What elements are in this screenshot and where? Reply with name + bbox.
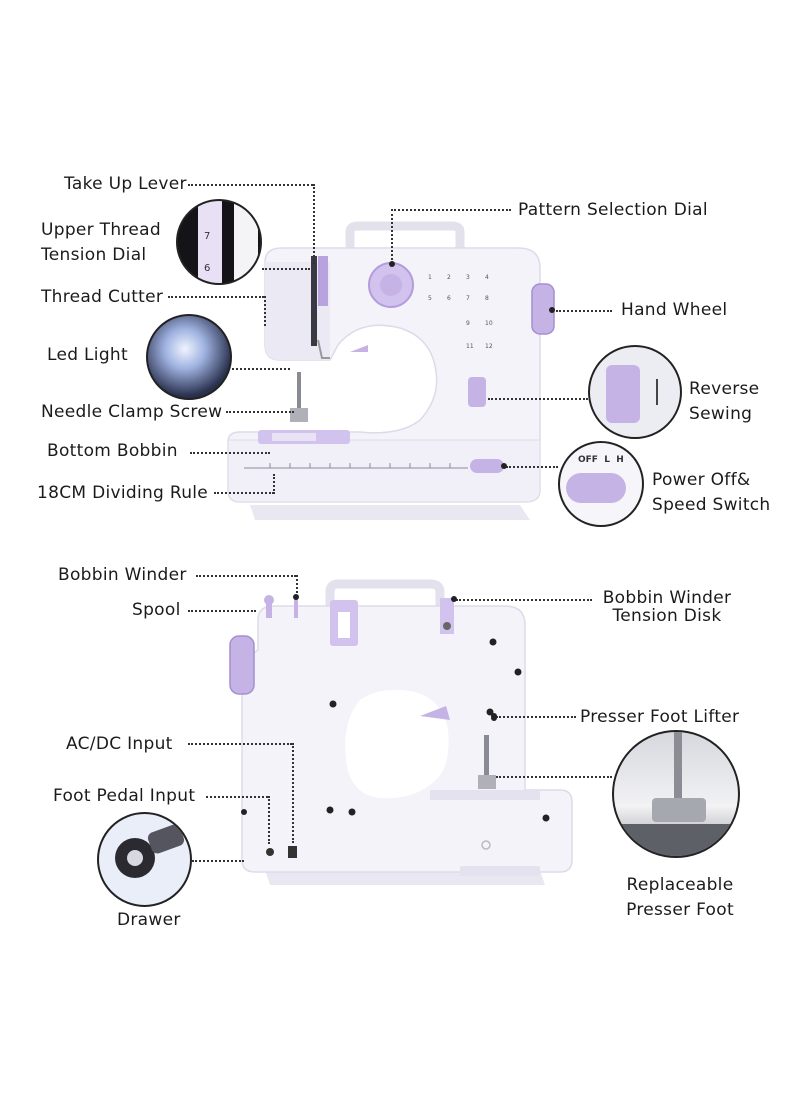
label-dividing-rule: 18CM Dividing Rule: [37, 483, 209, 503]
back-needle-bar: [484, 735, 489, 785]
front-needle-bar: [297, 372, 301, 417]
inset-drawer: [97, 812, 192, 907]
label-upper-thread-line1: Upper Thread: [41, 220, 161, 240]
label-presser-foot-line2: Presser Foot: [626, 900, 734, 920]
svg-text:2: 2: [447, 274, 451, 281]
back-machine-handle: [325, 579, 445, 617]
front-arm-opening: [340, 328, 435, 431]
label-spool: Spool: [132, 600, 181, 620]
label-pattern-selection-dial: Pattern Selection Dial: [518, 200, 708, 220]
inset-presser-foot: [612, 730, 740, 858]
svg-text:4: 4: [485, 274, 489, 281]
label-power-line2: Speed Switch: [652, 495, 771, 515]
front-bed: [227, 439, 541, 503]
label-reverse-line1: Reverse: [689, 379, 760, 399]
label-reverse-line2: Sewing: [689, 404, 753, 424]
back-spool-pin: [266, 600, 272, 618]
leader-endpoint: [491, 713, 497, 719]
svg-text:8: 8: [485, 295, 489, 302]
back-hand-wheel: [229, 635, 255, 695]
label-led-light: Led Light: [47, 345, 128, 365]
front-machine-handle: [345, 221, 465, 260]
inset-dial-number-7: 7: [204, 231, 211, 242]
inset-reverse-sewing: [588, 345, 682, 439]
label-presser-foot-line1: Replaceable: [626, 875, 734, 895]
svg-text:12: 12: [485, 343, 493, 350]
back-presser-foot-lifter: [420, 706, 450, 720]
back-drawer-slot: [460, 866, 540, 876]
leader-endpoint: [451, 596, 457, 602]
front-reverse-button: [468, 377, 486, 407]
label-bobbin-winder: Bobbin Winder: [58, 565, 187, 585]
label-ac-dc-input: AC/DC Input: [66, 734, 173, 754]
label-bottom-bobbin: Bottom Bobbin: [47, 441, 178, 461]
label-take-up-lever: Take Up Lever: [64, 174, 187, 194]
leader-endpoint: [389, 261, 395, 267]
svg-text:1: 1: [428, 274, 432, 281]
label-tension-disk-line1: Bobbin Winder: [602, 588, 732, 608]
svg-text:6: 6: [447, 295, 451, 302]
front-tension-strip: [318, 256, 328, 306]
label-power-line1: Power Off&: [652, 470, 751, 490]
label-tension-disk-line2: Tension Disk: [612, 606, 722, 626]
inset-dial-number-6: 6: [204, 263, 211, 274]
leader-endpoint: [293, 594, 299, 600]
front-power-switch: [470, 459, 504, 473]
svg-text:10: 10: [485, 320, 493, 327]
back-ac-dc-jack: [288, 846, 297, 858]
svg-text:3: 3: [466, 274, 470, 281]
svg-text:9: 9: [466, 320, 470, 327]
svg-text:5: 5: [428, 295, 432, 302]
back-arm-opening: [345, 689, 449, 799]
label-drawer: Drawer: [117, 910, 181, 930]
label-needle-clamp-screw: Needle Clamp Screw: [41, 402, 223, 422]
inset-switch-text: OFF L H: [578, 455, 624, 465]
back-foot-pedal-jack: [266, 848, 274, 856]
label-thread-cutter: Thread Cutter: [41, 287, 164, 307]
leader-endpoint: [549, 307, 555, 313]
svg-text:11: 11: [466, 343, 474, 350]
front-machine-base: [250, 505, 530, 520]
label-presser-foot-lifter: Presser Foot Lifter: [580, 707, 740, 727]
inset-tension-dial: 7 6: [176, 199, 262, 285]
svg-text:7: 7: [466, 295, 470, 302]
inset-power-switch: OFF L H: [558, 441, 644, 527]
label-hand-wheel: Hand Wheel: [621, 300, 728, 320]
leader-endpoint: [501, 463, 507, 469]
inset-led-light: [146, 314, 232, 400]
label-foot-pedal-input: Foot Pedal Input: [53, 786, 196, 806]
label-upper-thread-line2: Tension Dial: [41, 245, 147, 265]
